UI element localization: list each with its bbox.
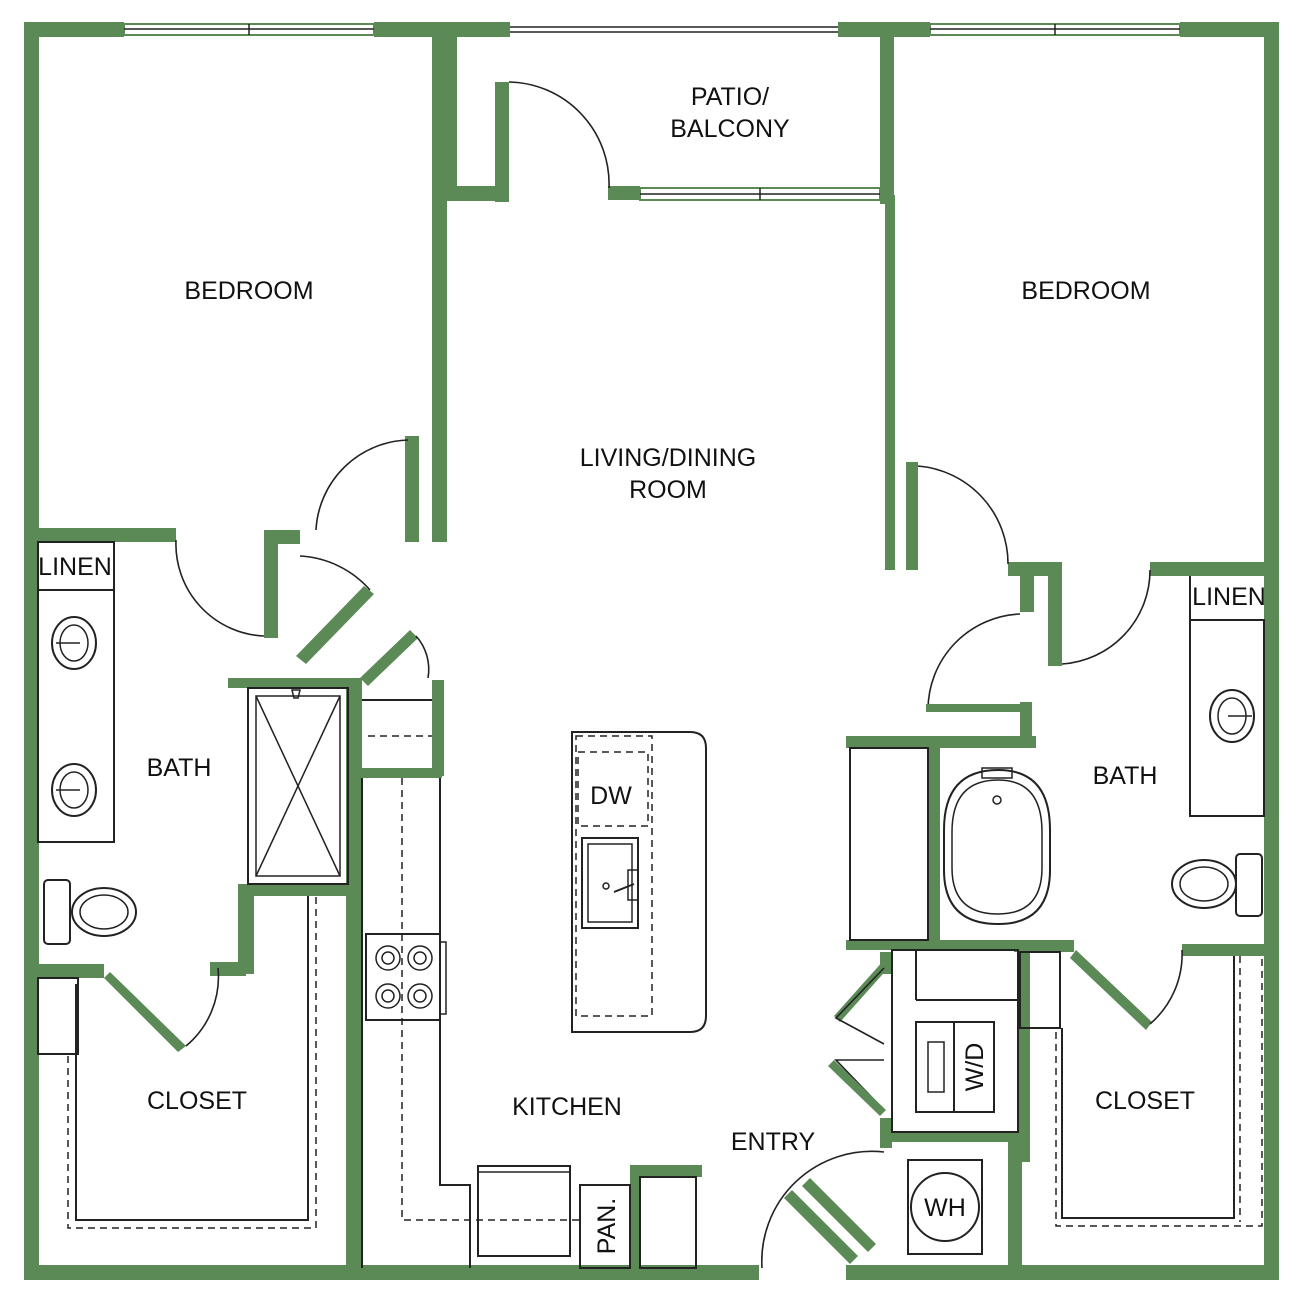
label-patio-1: PATIO/ [691, 83, 769, 111]
label-living-2: ROOM [629, 476, 707, 504]
room-labels: BEDROOM BEDROOM PATIO/ BALCONY LIVING/DI… [38, 83, 1266, 1254]
left-closet [37, 896, 317, 1229]
laundry-area [891, 949, 1019, 1255]
label-entry: ENTRY [731, 1128, 816, 1156]
label-patio-2: BALCONY [670, 115, 790, 143]
label-water-heater: WH [924, 1194, 966, 1222]
label-bath-right: BATH [1093, 762, 1158, 790]
water-heater-icon [907, 1159, 983, 1255]
label-living-1: LIVING/DINING [580, 444, 756, 472]
bathtub-icon [943, 767, 1051, 926]
windows [123, 23, 1181, 201]
label-closet-left: CLOSET [147, 1087, 247, 1115]
right-bath-fixtures [849, 576, 1265, 941]
refrigerator-icon [477, 1165, 571, 1257]
washer-dryer-icon [915, 1021, 995, 1113]
label-dishwasher: DW [590, 782, 632, 810]
storage-nook [362, 699, 432, 737]
label-pantry: PAN. [593, 1198, 621, 1255]
toilet-icon [43, 879, 137, 945]
toilet-icon [1171, 853, 1263, 917]
shower-icon [247, 687, 349, 885]
sink-icon [581, 837, 639, 929]
label-linen-left: LINEN [38, 553, 112, 581]
sink-icon [51, 616, 97, 670]
doors [104, 81, 1183, 1269]
label-closet-right: CLOSET [1095, 1087, 1195, 1115]
label-linen-right: LINEN [1192, 583, 1266, 611]
kitchen-area [361, 778, 697, 1269]
label-bedroom-left: BEDROOM [184, 277, 313, 305]
label-bath-left: BATH [147, 754, 212, 782]
sink-icon [51, 763, 97, 817]
label-kitchen: KITCHEN [512, 1093, 622, 1121]
label-bedroom-right: BEDROOM [1021, 277, 1150, 305]
right-closet [1019, 951, 1263, 1227]
cooktop-icon [365, 933, 447, 1021]
kitchen-island [571, 731, 707, 1033]
left-bath-fixtures [37, 541, 349, 945]
exterior-walls [24, 22, 1279, 1280]
label-washer-dryer: W/D [961, 1043, 989, 1092]
sink-icon [1209, 689, 1255, 743]
pantry-box [579, 1184, 631, 1269]
